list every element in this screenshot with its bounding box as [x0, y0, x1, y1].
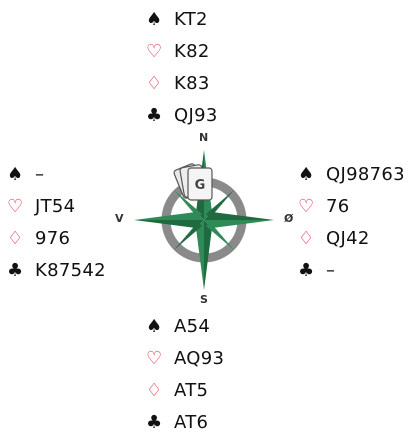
diamond-icon: ♢: [146, 72, 163, 94]
compass-point-west-shade: [134, 220, 204, 228]
diamond-icon: ♢: [7, 227, 24, 249]
west-spades-row: ♠ –: [7, 158, 106, 190]
south-diamonds-row: ♢ AT5: [146, 374, 224, 406]
card-deck-icon: G: [173, 163, 213, 201]
west-hand: ♠ – ♡ JT54 ♢ 976 ♣ K87542: [7, 158, 106, 286]
north-clubs-row: ♣ QJ93: [146, 99, 218, 131]
west-clubs: K87542: [35, 259, 106, 281]
card-letter: G: [195, 178, 206, 193]
heart-icon: ♡: [146, 40, 163, 62]
compass-point-east-shade: [204, 220, 274, 228]
spade-icon: ♠: [298, 163, 315, 185]
compass-point-se: [206, 222, 234, 250]
west-diamonds-row: ♢ 976: [7, 222, 106, 254]
south-hearts-row: ♡ AQ93: [146, 342, 224, 374]
compass-point-east: [204, 212, 274, 220]
spade-icon: ♠: [7, 163, 24, 185]
compass-point-south: [204, 220, 212, 290]
east-hand: ♠ QJ98763 ♡ 76 ♢ QJ42 ♣ –: [298, 158, 405, 286]
club-icon: ♣: [298, 259, 315, 281]
west-hearts: JT54: [35, 195, 76, 217]
west-diamonds: 976: [35, 227, 71, 249]
club-icon: ♣: [7, 259, 24, 281]
heart-icon: ♡: [146, 347, 163, 369]
south-hand: ♠ A54 ♡ AQ93 ♢ AT5 ♣ AT6: [146, 310, 224, 438]
north-hearts-row: ♡ K82: [146, 35, 218, 67]
compass-point-sw: [174, 222, 202, 250]
spade-icon: ♠: [146, 315, 163, 337]
club-icon: ♣: [146, 104, 163, 126]
south-clubs: AT6: [174, 411, 209, 433]
club-icon: ♣: [146, 411, 163, 433]
compass-point-nw: [174, 190, 202, 218]
diamond-icon: ♢: [298, 227, 315, 249]
south-diamonds: AT5: [174, 379, 209, 401]
east-spades: QJ98763: [326, 163, 405, 185]
north-diamonds: K83: [174, 72, 210, 94]
diamond-icon: ♢: [146, 379, 163, 401]
east-hearts: 76: [326, 195, 350, 217]
compass-label-south: S: [200, 293, 208, 306]
compass-rose: G N S V Ø: [112, 128, 296, 312]
east-clubs: –: [326, 259, 336, 281]
compass-point-south-shade: [196, 220, 204, 290]
north-spades: KT2: [174, 8, 208, 30]
north-hand: ♠ KT2 ♡ K82 ♢ K83 ♣ QJ93: [146, 3, 218, 131]
east-diamonds: QJ42: [326, 227, 370, 249]
east-diamonds-row: ♢ QJ42: [298, 222, 405, 254]
south-spades: A54: [174, 315, 211, 337]
west-clubs-row: ♣ K87542: [7, 254, 106, 286]
east-hearts-row: ♡ 76: [298, 190, 405, 222]
south-clubs-row: ♣ AT6: [146, 406, 224, 438]
west-spades: –: [35, 163, 45, 185]
spade-icon: ♠: [146, 8, 163, 30]
compass-label-east: Ø: [284, 212, 294, 225]
compass-point-west: [134, 212, 204, 220]
heart-icon: ♡: [298, 195, 315, 217]
north-clubs: QJ93: [174, 104, 218, 126]
east-spades-row: ♠ QJ98763: [298, 158, 405, 190]
south-spades-row: ♠ A54: [146, 310, 224, 342]
west-hearts-row: ♡ JT54: [7, 190, 106, 222]
south-hearts: AQ93: [174, 347, 225, 369]
compass-point-ne: [206, 190, 234, 218]
heart-icon: ♡: [7, 195, 24, 217]
north-spades-row: ♠ KT2: [146, 3, 218, 35]
compass-label-west: V: [115, 212, 124, 225]
compass-label-north: N: [199, 131, 209, 144]
compass-rose-graphic: G: [134, 150, 274, 290]
north-hearts: K82: [174, 40, 210, 62]
north-diamonds-row: ♢ K83: [146, 67, 218, 99]
east-clubs-row: ♣ –: [298, 254, 405, 286]
